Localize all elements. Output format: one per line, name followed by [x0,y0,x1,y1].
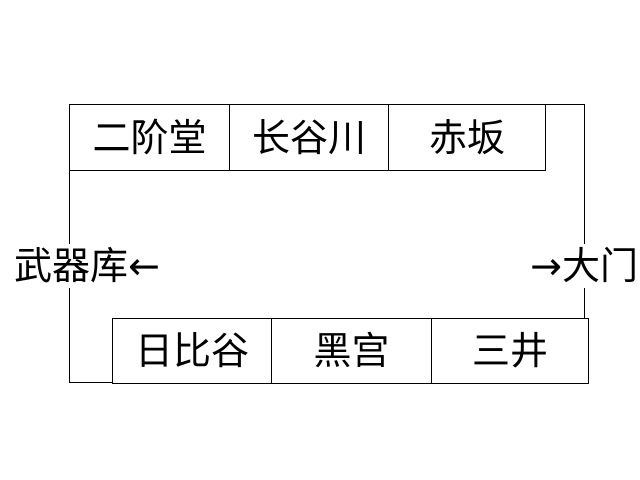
room-hasegawa: 长谷川 [229,104,389,171]
room-label: 黑宫 [313,329,390,373]
room-label: 三井 [471,329,548,373]
room-akasaka: 赤坂 [388,104,546,171]
room-nikaido: 二阶堂 [69,104,230,171]
room-hibiya: 日比谷 [112,318,272,384]
main-gate-exit-label: →大门 [530,244,638,288]
room-mitsui: 三井 [431,318,589,384]
room-kuromiya: 黑宫 [271,318,432,384]
room-label: 赤坂 [428,115,505,160]
room-label: 日比谷 [134,329,249,373]
room-label: 二阶堂 [92,115,207,160]
armory-exit-label: 武器库← [14,244,160,288]
room-label: 长谷川 [251,115,366,160]
